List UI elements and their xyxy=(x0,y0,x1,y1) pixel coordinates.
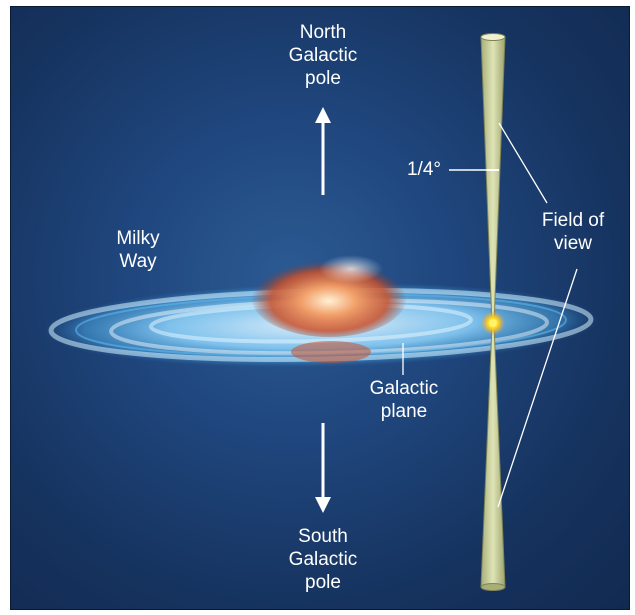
galactic-plane-label: Galactic plane xyxy=(369,378,439,422)
milky-way-label: Milky Way xyxy=(116,228,160,272)
north-pole-label: North Galactic pole xyxy=(288,22,358,89)
milky-way-illustration xyxy=(43,33,599,591)
illustration-frame: North Galactic pole South Galactic pole … xyxy=(10,6,630,610)
field-of-view-leader-upper xyxy=(498,122,548,204)
field-of-view-beam xyxy=(480,33,506,591)
south-arrow xyxy=(315,423,331,513)
field-of-view-leader-lower xyxy=(497,268,578,508)
angle-label: 1/4° xyxy=(406,159,441,180)
north-arrow xyxy=(315,107,331,195)
field-of-view-label: Field of view xyxy=(541,210,605,254)
south-pole-label: South Galactic pole xyxy=(288,526,358,593)
